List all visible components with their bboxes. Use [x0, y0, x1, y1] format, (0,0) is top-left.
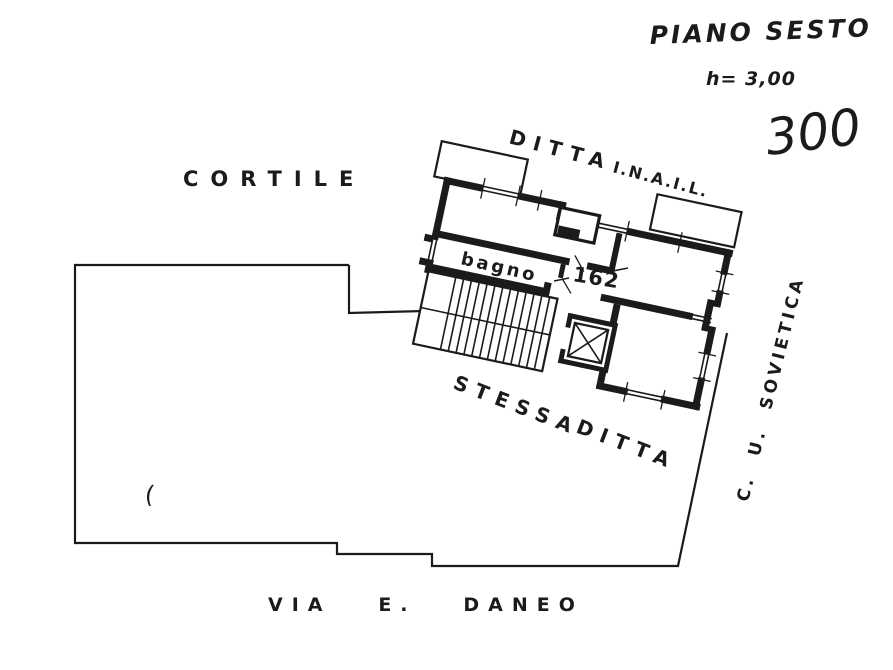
exterior-wall-bottom — [595, 381, 629, 396]
window-line — [692, 317, 712, 324]
window-sill — [423, 233, 433, 243]
bagno-stair-wall — [428, 263, 550, 297]
street-bottom-label: VIA E. DANEO — [268, 594, 584, 616]
wall-tick — [677, 232, 683, 253]
exterior-wall-right — [703, 329, 716, 355]
cortile-label: CORTILE — [183, 167, 365, 191]
window-line — [625, 392, 663, 403]
handwritten-area-label: 300 — [762, 98, 864, 167]
window-tick — [515, 185, 521, 207]
window-tick — [715, 270, 734, 276]
window-tick — [622, 382, 629, 402]
building-footprint-outline — [73, 263, 729, 568]
label-dash — [612, 267, 629, 272]
exterior-wall-left — [431, 176, 452, 241]
window-sill — [418, 257, 428, 266]
exterior-wall-right — [701, 303, 714, 329]
exterior-wall-right — [720, 248, 733, 276]
bagno-door-jamb — [557, 263, 566, 279]
wall-tick — [536, 189, 543, 211]
corridor-wall — [586, 262, 616, 275]
wall-jamb — [541, 281, 552, 297]
door-swing-mark — [562, 279, 572, 294]
window-line — [721, 273, 727, 293]
corridor-wall — [431, 229, 571, 266]
window-line — [698, 353, 706, 380]
partition-wall-vertical — [607, 232, 623, 275]
balcony-right — [648, 192, 743, 249]
service-shaft-fill — [556, 225, 581, 240]
courtyard-step-outline — [347, 265, 425, 315]
room-divider-wall — [600, 293, 694, 321]
window-line — [692, 314, 712, 320]
label-dash — [553, 277, 570, 282]
ditta-top-label: DITTA — [507, 125, 615, 176]
elevator-x-mark — [567, 329, 609, 357]
window-tick — [698, 351, 717, 357]
floor-title-label: PIANO SESTO — [649, 13, 872, 50]
stessa-label: STESSA — [450, 370, 583, 440]
window-line — [427, 239, 434, 262]
window-line — [717, 272, 723, 293]
street-right-label: C. U. SOVIETICA — [733, 274, 808, 504]
height-note-label: h= 3,00 — [706, 68, 796, 90]
door-swing-mark — [574, 255, 585, 272]
window-line — [626, 388, 664, 399]
window-tick — [624, 220, 630, 242]
ditta-bottom-label: DITTA — [573, 414, 680, 474]
window-tick — [480, 177, 486, 199]
window-line — [483, 185, 519, 195]
window-line — [482, 189, 518, 199]
exterior-wall-bottom — [660, 395, 701, 411]
apartment-unit — [411, 139, 743, 411]
stair-flight-divider — [420, 306, 551, 336]
window-line — [431, 240, 438, 263]
window-line — [702, 354, 710, 381]
elevator-door-gap — [558, 326, 571, 350]
exterior-wall-right — [691, 376, 706, 411]
pen-mark: ( — [143, 480, 156, 509]
